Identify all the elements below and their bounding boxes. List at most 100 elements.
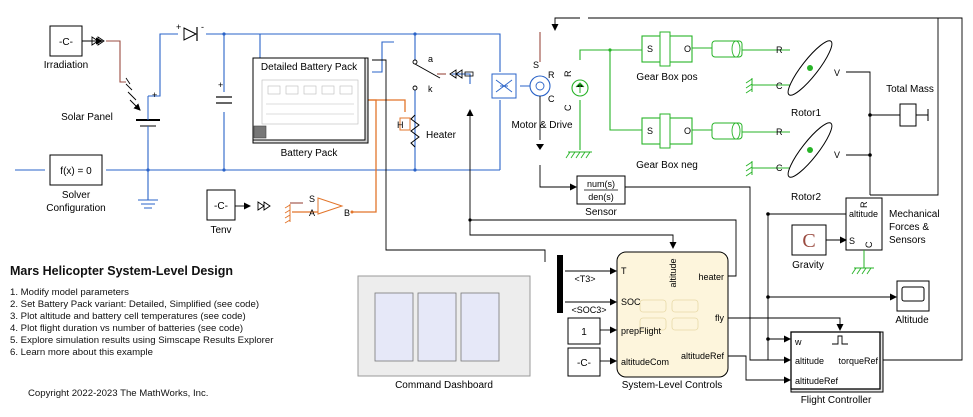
thermal-network (292, 99, 406, 213)
svg-text:H: H (397, 120, 404, 130)
battery-pack-block[interactable]: Detailed Battery Pack Battery Pack (252, 57, 369, 159)
panel-link-1[interactable]: 1. Modify model parameters (10, 287, 129, 298)
altitude-scope-block[interactable]: Altitude (895, 280, 930, 326)
svg-text:1: 1 (581, 327, 587, 338)
gear-box-pos-label: Gear Box pos (636, 72, 697, 83)
heater-block[interactable]: H Heater (397, 114, 457, 148)
heater-label: Heater (426, 130, 457, 141)
rotor2-block[interactable]: R C V Rotor2 (776, 118, 840, 203)
shaft-inertia-1[interactable] (711, 40, 743, 58)
rotor1-block[interactable]: R C V Rotor1 (776, 36, 840, 119)
gear-box-pos-block[interactable]: S O Gear Box pos (636, 31, 698, 83)
svg-text:S: S (849, 236, 855, 246)
irradiation-label: Irradiation (44, 60, 88, 71)
svg-text:S: S (309, 194, 315, 204)
svg-text:A: A (309, 208, 315, 218)
svg-text:altitudeRef: altitudeRef (795, 376, 839, 386)
panel-link-5[interactable]: 5. Explore simulation results using Sims… (10, 335, 274, 346)
panel-title: Mars Helicopter System-Level Design (10, 264, 233, 278)
command-dashboard-block[interactable]: Command Dashboard (357, 275, 531, 391)
diode-block[interactable]: + - (176, 22, 204, 41)
mechanical-forces-block[interactable]: R altitude S C Mechanical Forces & Senso… (845, 197, 940, 275)
svg-text:heater: heater (698, 272, 724, 282)
gravity-block[interactable]: C Gravity (791, 224, 847, 271)
svg-text:V: V (834, 150, 840, 160)
mechanical-reference-1 (565, 151, 592, 159)
junctions (146, 32, 872, 341)
svg-text:altitude: altitude (668, 258, 678, 287)
motor-drive-label: Motor & Drive (511, 120, 573, 131)
dashboard-label: Command Dashboard (395, 380, 493, 391)
svg-text:B: B (344, 208, 350, 218)
temperature-source-block[interactable]: S A B (284, 194, 354, 224)
gear-box-neg-block[interactable]: S O Gear Box neg (636, 113, 698, 171)
constant-altitude-block[interactable]: -C- (567, 347, 601, 377)
ps-converter-tenv (257, 201, 271, 211)
sensor-label: Sensor (585, 207, 617, 218)
rotational-source-block[interactable]: R C (563, 70, 589, 111)
motor-drive-block[interactable]: S R C Motor & Drive (491, 60, 573, 150)
panel-link-3[interactable]: 3. Plot altitude and battery cell temper… (10, 311, 246, 322)
svg-text:-C-: -C- (59, 37, 73, 48)
capacitor-block[interactable]: + (216, 80, 232, 104)
mech-altitude-port: altitude (849, 209, 878, 219)
battery-pack-title: Detailed Battery Pack (261, 62, 358, 73)
panel-link-4[interactable]: 4. Plot flight duration vs number of bat… (10, 323, 244, 334)
svg-text:S: S (647, 126, 653, 136)
gear-box-neg-label: Gear Box neg (636, 160, 698, 171)
svg-text:f(x) = 0: f(x) = 0 (60, 166, 92, 177)
svg-text:altitude: altitude (795, 356, 824, 366)
svg-text:V: V (834, 68, 840, 78)
tenv-label: Tenv (210, 225, 231, 236)
total-mass-block[interactable]: Total Mass (886, 84, 934, 127)
chart-preview (639, 299, 699, 331)
svg-text:+: + (218, 80, 223, 90)
svg-text:+: + (152, 90, 157, 100)
rotor1-label: Rotor1 (791, 108, 821, 119)
mechanical-reference-3 (745, 161, 770, 177)
flight-controller-label: Flight Controller (801, 395, 872, 406)
svg-text:k: k (428, 84, 433, 94)
svg-text:torqueRef: torqueRef (838, 356, 878, 366)
svg-text:-C-: -C- (577, 358, 591, 369)
mechanical-network (579, 47, 790, 169)
svg-text:altitudeCom: altitudeCom (621, 357, 669, 367)
solver-label-1: Solver (62, 190, 91, 201)
solver-configuration-block[interactable]: f(x) = 0 Solver Configuration (46, 154, 106, 214)
svg-text:-C-: -C- (214, 201, 228, 212)
switch-block[interactable]: a k (412, 54, 441, 94)
panel-link-6[interactable]: 6. Learn more about this example (10, 347, 153, 358)
svg-text:C: C (776, 163, 783, 173)
copyright-text: Copyright 2022-2023 The MathWorks, Inc. (28, 388, 209, 399)
svg-text:C: C (548, 94, 555, 104)
svg-text:S: S (533, 60, 539, 70)
physical-signal-network (106, 32, 541, 204)
shaft-inertia-2[interactable] (711, 122, 743, 140)
rotor2-label: Rotor2 (791, 192, 821, 203)
svg-text:R: R (776, 127, 783, 137)
irradiation-block[interactable]: -C- Irradiation (44, 25, 88, 71)
info-panel: Mars Helicopter System-Level Design 1. M… (10, 264, 350, 359)
bus-soc3-label: <SOC3> (571, 305, 606, 315)
svg-text:O: O (684, 44, 691, 54)
tenv-block[interactable]: -C- Tenv (206, 189, 236, 236)
sensor-block[interactable]: num(s) den(s) Sensor (576, 175, 626, 218)
mech-label-2: Forces & (889, 222, 929, 233)
svg-text:R: R (563, 70, 573, 77)
svg-text:num(s): num(s) (587, 179, 615, 189)
constant-one-block[interactable]: 1 (567, 317, 601, 345)
solar-panel-label: Solar Panel (61, 112, 113, 123)
svg-text:-: - (201, 22, 204, 32)
flight-controller-block[interactable]: w altitude altitudeRef torqueRef Flight … (790, 331, 884, 406)
mechanical-reference-2 (745, 78, 770, 94)
bus-selector[interactable]: <T3> <SOC3> (557, 255, 607, 315)
controls-label: System-Level Controls (622, 380, 723, 391)
panel-link-2[interactable]: 2. Set Battery Pack variant: Detailed, S… (10, 299, 260, 310)
solar-panel-block[interactable]: Solar Panel + (61, 77, 160, 140)
bus-t3-label: <T3> (574, 274, 595, 284)
svg-text:R: R (859, 201, 869, 208)
system-level-controls-block[interactable]: T SOC prepFlight altitudeCom heater fly … (616, 251, 729, 391)
svg-text:prepFlight: prepFlight (621, 326, 662, 336)
ps-converter-irradiation (91, 36, 105, 46)
